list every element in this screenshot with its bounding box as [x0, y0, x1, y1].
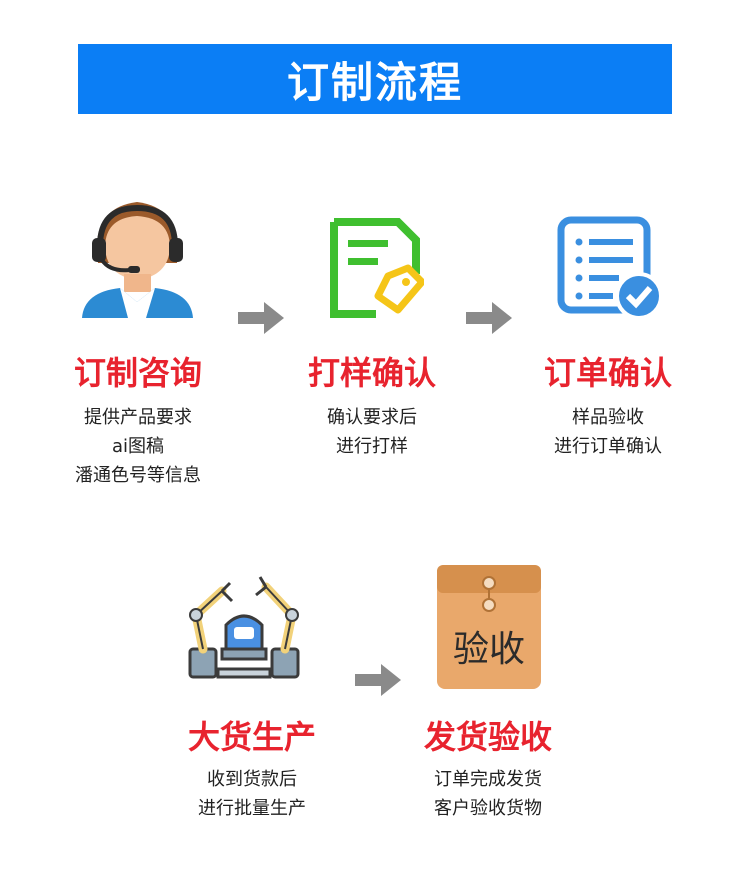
- envelope-label: 验收: [452, 629, 525, 670]
- step-title-production: 大货生产: [187, 718, 316, 756]
- desc-line: 客户验收货物: [434, 798, 542, 819]
- document-tag-icon: [330, 218, 424, 318]
- desc-line: 确认要求后: [327, 407, 417, 428]
- checklist-icon: [557, 216, 663, 320]
- step-title-consult: 订制咨询: [73, 354, 202, 392]
- step-title-delivery: 发货验收: [423, 718, 552, 756]
- desc-line: 进行订单确认: [554, 436, 662, 457]
- desc-line: 收到货款后: [207, 769, 297, 790]
- step-desc-proof: 确认要求后 进行打样: [262, 403, 482, 461]
- arrow-right-icon: [466, 302, 512, 334]
- desc-line: 订单完成发货: [434, 769, 542, 790]
- envelope-icon: 验收: [437, 565, 541, 689]
- step-title-order: 订单确认: [543, 354, 672, 392]
- title-banner: 订制流程: [78, 44, 672, 114]
- step-desc-delivery: 订单完成发货 客户验收货物: [378, 765, 598, 823]
- arrow-right-icon: [355, 664, 401, 696]
- robot-arm-icon: [188, 576, 300, 679]
- step-title-proof: 打样确认: [307, 354, 436, 392]
- desc-line: 进行批量生产: [198, 798, 306, 819]
- desc-line: ai图稿: [111, 436, 165, 457]
- step-desc-consult: 提供产品要求 ai图稿 潘通色号等信息: [28, 403, 248, 490]
- desc-line: 提供产品要求: [84, 407, 192, 428]
- page-title: 订制流程: [286, 57, 463, 107]
- step-desc-production: 收到货款后 进行批量生产: [142, 765, 362, 823]
- desc-line: 进行打样: [336, 436, 408, 457]
- desc-line: 样品验收: [572, 407, 644, 428]
- step-desc-order: 样品验收 进行订单确认: [498, 403, 718, 461]
- desc-line: 潘通色号等信息: [75, 465, 201, 486]
- arrow-right-icon: [238, 302, 284, 334]
- customer-service-icon: [82, 202, 193, 318]
